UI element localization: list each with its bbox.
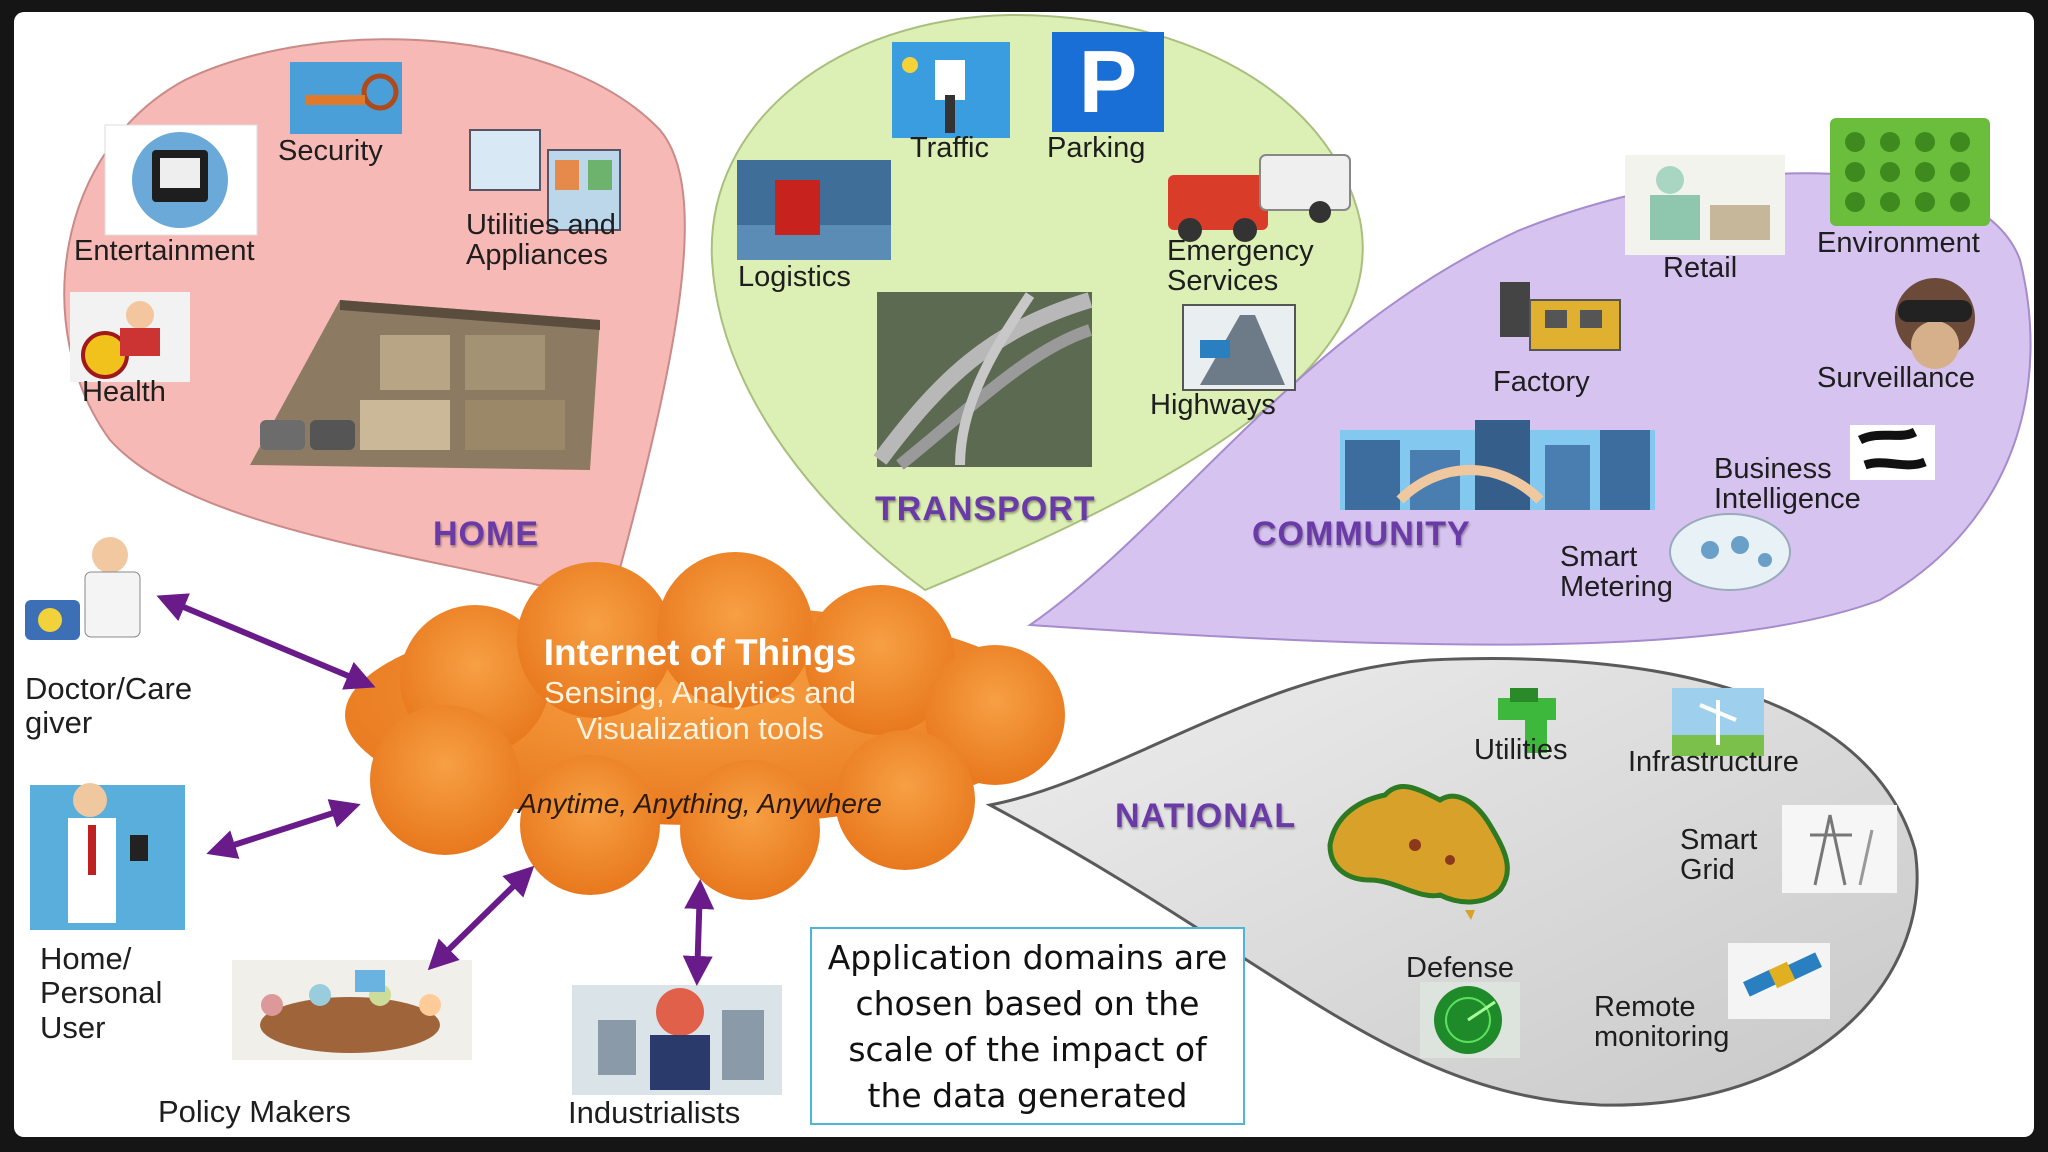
factory-icon	[1500, 282, 1621, 351]
national-domain-title: NATIONAL	[1115, 797, 1297, 835]
transport-domain-title: TRANSPORT	[875, 490, 1096, 528]
surveillance-icon	[1895, 278, 1975, 369]
parking-icon: P	[1052, 32, 1164, 132]
caption-line-4: the data generated	[867, 1076, 1188, 1115]
smart-metering-icon	[1669, 513, 1791, 591]
cloud-tagline: Anytime, Anything, Anywhere	[518, 788, 882, 819]
home-floorplan-image	[250, 300, 600, 470]
business-intelligence-label-line1: Business	[1714, 453, 1832, 485]
defense-radar-icon	[1420, 982, 1520, 1058]
utilities-appliances-icon	[469, 129, 621, 231]
policy-cloud-arrow	[427, 865, 535, 971]
smart-grid-label-line1: Smart	[1680, 824, 1758, 856]
doctor-caregiver-label-line1: Doctor/Care	[25, 671, 193, 706]
utilities-tap-icon	[1498, 688, 1556, 753]
highways-icon	[1182, 304, 1296, 391]
doctor-caregiver-icon	[25, 537, 141, 640]
retail-label: Retail	[1663, 252, 1738, 284]
smart-grid-label-line2: Grid	[1680, 854, 1735, 886]
home-personal-user-label-line2: Personal	[40, 975, 163, 1010]
internet-of-things-cloud	[345, 552, 1065, 900]
traffic-icon	[892, 42, 1010, 138]
policy-makers-icon	[232, 960, 472, 1060]
emergency-services-icon	[1168, 154, 1351, 242]
utilities-label: Utilities	[1474, 734, 1568, 766]
doctor-cloud-arrow	[156, 593, 376, 690]
factory-label: Factory	[1493, 366, 1590, 398]
parking-label: Parking	[1047, 132, 1146, 164]
home-personal-user-label-line1: Home/	[40, 941, 132, 976]
emergency-services-label-line2: Services	[1167, 265, 1279, 297]
logistics-icon	[737, 160, 891, 260]
industrialists-icon	[572, 985, 782, 1095]
community-domain-title: COMMUNITY	[1252, 515, 1471, 553]
cloud-title: Internet of Things	[543, 632, 857, 673]
security-icon	[290, 62, 402, 134]
business-intelligence-label-line2: Intelligence	[1714, 483, 1861, 515]
surveillance-label: Surveillance	[1817, 362, 1975, 394]
health-icon	[70, 292, 190, 382]
community-domain-bubble	[1027, 172, 2032, 646]
entertainment-icon	[104, 124, 258, 236]
cloud-subtitle-line2: Visualization tools	[576, 711, 824, 746]
city-skyline-image	[1340, 420, 1655, 510]
smart-metering-label-line1: Smart	[1560, 541, 1638, 573]
infrastructure-label: Infrastructure	[1628, 746, 1799, 778]
caption-line-2: chosen based on the	[855, 984, 1200, 1023]
doctor-caregiver-label-line2: giver	[25, 705, 93, 740]
smart-grid-icon	[1782, 805, 1897, 893]
australia-map-icon	[1327, 784, 1510, 920]
infrastructure-icon	[1672, 688, 1764, 756]
traffic-label: Traffic	[910, 132, 989, 164]
svg-text:P: P	[1079, 32, 1138, 131]
caption-line-1: Application domains are	[827, 938, 1228, 977]
smart-metering-label-line2: Metering	[1560, 571, 1673, 603]
environment-icon	[1830, 118, 1990, 226]
retail-icon	[1625, 155, 1785, 255]
caption-line-3: scale of the impact of	[848, 1030, 1207, 1069]
utilities-appliances-label-line1: Utilities and	[466, 209, 616, 241]
highway-overpass-image	[873, 292, 1093, 470]
industrialists-label: Industrialists	[568, 1095, 741, 1130]
remote-monitoring-label-line1: Remote	[1594, 991, 1696, 1023]
highways-label: Highways	[1150, 389, 1276, 421]
business-intelligence-icon	[1850, 425, 1935, 480]
defense-label: Defense	[1406, 952, 1515, 984]
remote-monitoring-label-line2: monitoring	[1594, 1021, 1730, 1053]
remote-monitoring-satellite-icon	[1728, 943, 1830, 1019]
cloud-subtitle-line1: Sensing, Analytics and	[544, 675, 856, 710]
logistics-label: Logistics	[738, 261, 851, 293]
home-personal-user-icon	[30, 783, 185, 930]
caption-box: Application domains are chosen based on …	[810, 927, 1245, 1125]
user-cloud-arrow	[206, 799, 361, 859]
emergency-services-label-line1: Emergency	[1167, 235, 1314, 267]
policy-makers-label: Policy Makers	[158, 1094, 351, 1129]
environment-label: Environment	[1817, 227, 1980, 259]
home-personal-user-label-line3: User	[40, 1010, 106, 1045]
industrialists-cloud-arrow	[682, 879, 715, 986]
health-label: Health	[82, 376, 166, 408]
entertainment-label: Entertainment	[74, 235, 255, 267]
security-label: Security	[278, 135, 383, 167]
utilities-appliances-label-line2: Appliances	[466, 239, 608, 271]
home-domain-title: HOME	[433, 515, 539, 553]
